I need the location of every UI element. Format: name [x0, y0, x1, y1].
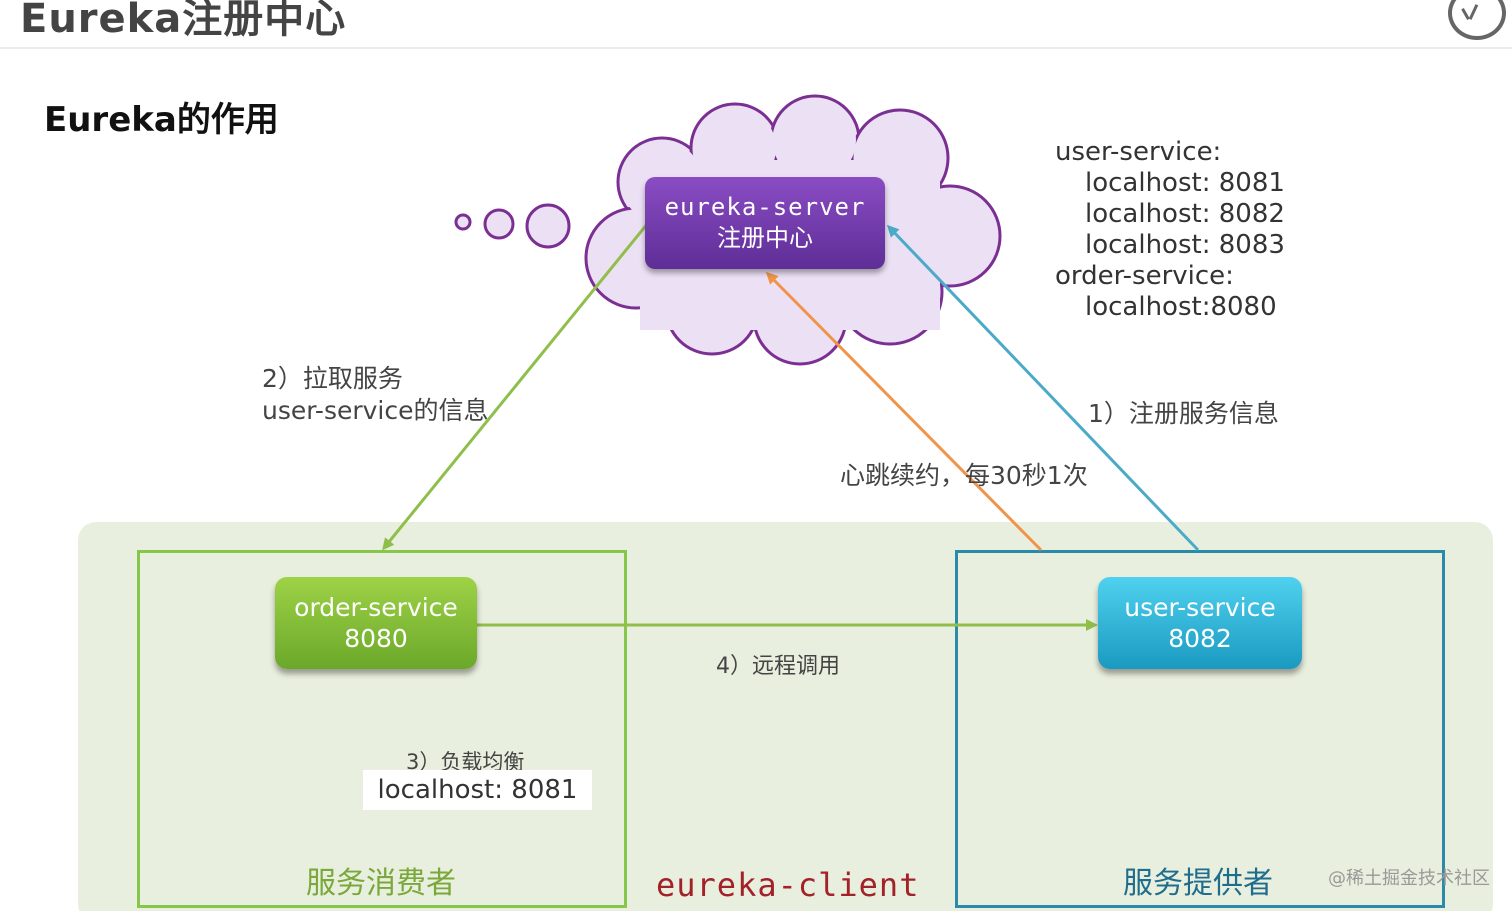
registry-instance: localhost:8080 [1085, 292, 1277, 322]
order-service-port: 8080 [344, 624, 408, 653]
slide-title: Eureka注册中心 [20, 0, 347, 42]
step-remote-call-label: 4）远程调用 [716, 654, 840, 679]
server-node-role: 注册中心 [717, 224, 813, 252]
registry-list: user-service: localhost: 8081 localhost:… [1055, 137, 1285, 323]
thought-bubble-medium [483, 208, 515, 240]
clock-logo-icon [1448, 0, 1506, 40]
pull-service-arrow [382, 222, 650, 551]
title-divider [0, 47, 1512, 49]
order-service-node: order-service 8080 [275, 577, 477, 669]
section-subtitle: Eureka的作用 [44, 100, 279, 140]
eureka-server-node: eureka-server 注册中心 [645, 177, 885, 269]
registry-instance: localhost: 8082 [1085, 199, 1285, 229]
step-pull-line2: user-service的信息 [262, 396, 489, 425]
user-service-node: user-service 8082 [1098, 577, 1302, 669]
server-node-name: eureka-server [664, 193, 866, 221]
register-service-arrow [886, 224, 1200, 552]
order-service-name: order-service [294, 593, 458, 622]
load-balance-result: localhost: 8081 [363, 770, 592, 810]
registry-service-name: order-service: [1055, 261, 1234, 291]
step-pull-line1: 2）拉取服务 [262, 364, 403, 393]
step-pull-label: 2）拉取服务 user-service的信息 [262, 363, 489, 427]
registry-instance: localhost: 8081 [1085, 168, 1285, 198]
watermark: @稀土掘金技术社区 [1328, 868, 1490, 889]
provider-group-box [955, 550, 1445, 908]
thought-bubble-small [454, 213, 472, 231]
provider-group-label: 服务提供者 [1123, 866, 1273, 901]
eureka-client-label: eureka-client [656, 866, 920, 904]
heartbeat-label: 心跳续约，每30秒1次 [840, 461, 1088, 490]
step-register-label: 1）注册服务信息 [1088, 399, 1279, 428]
thought-bubble-large [525, 203, 571, 249]
user-service-name: user-service [1124, 593, 1276, 622]
user-service-port: 8082 [1168, 624, 1232, 653]
consumer-group-box [137, 550, 627, 908]
consumer-group-label: 服务消费者 [306, 866, 456, 901]
registry-instance: localhost: 8083 [1085, 230, 1285, 260]
heartbeat-arrow [765, 271, 1043, 552]
registry-service-name: user-service: [1055, 137, 1222, 167]
